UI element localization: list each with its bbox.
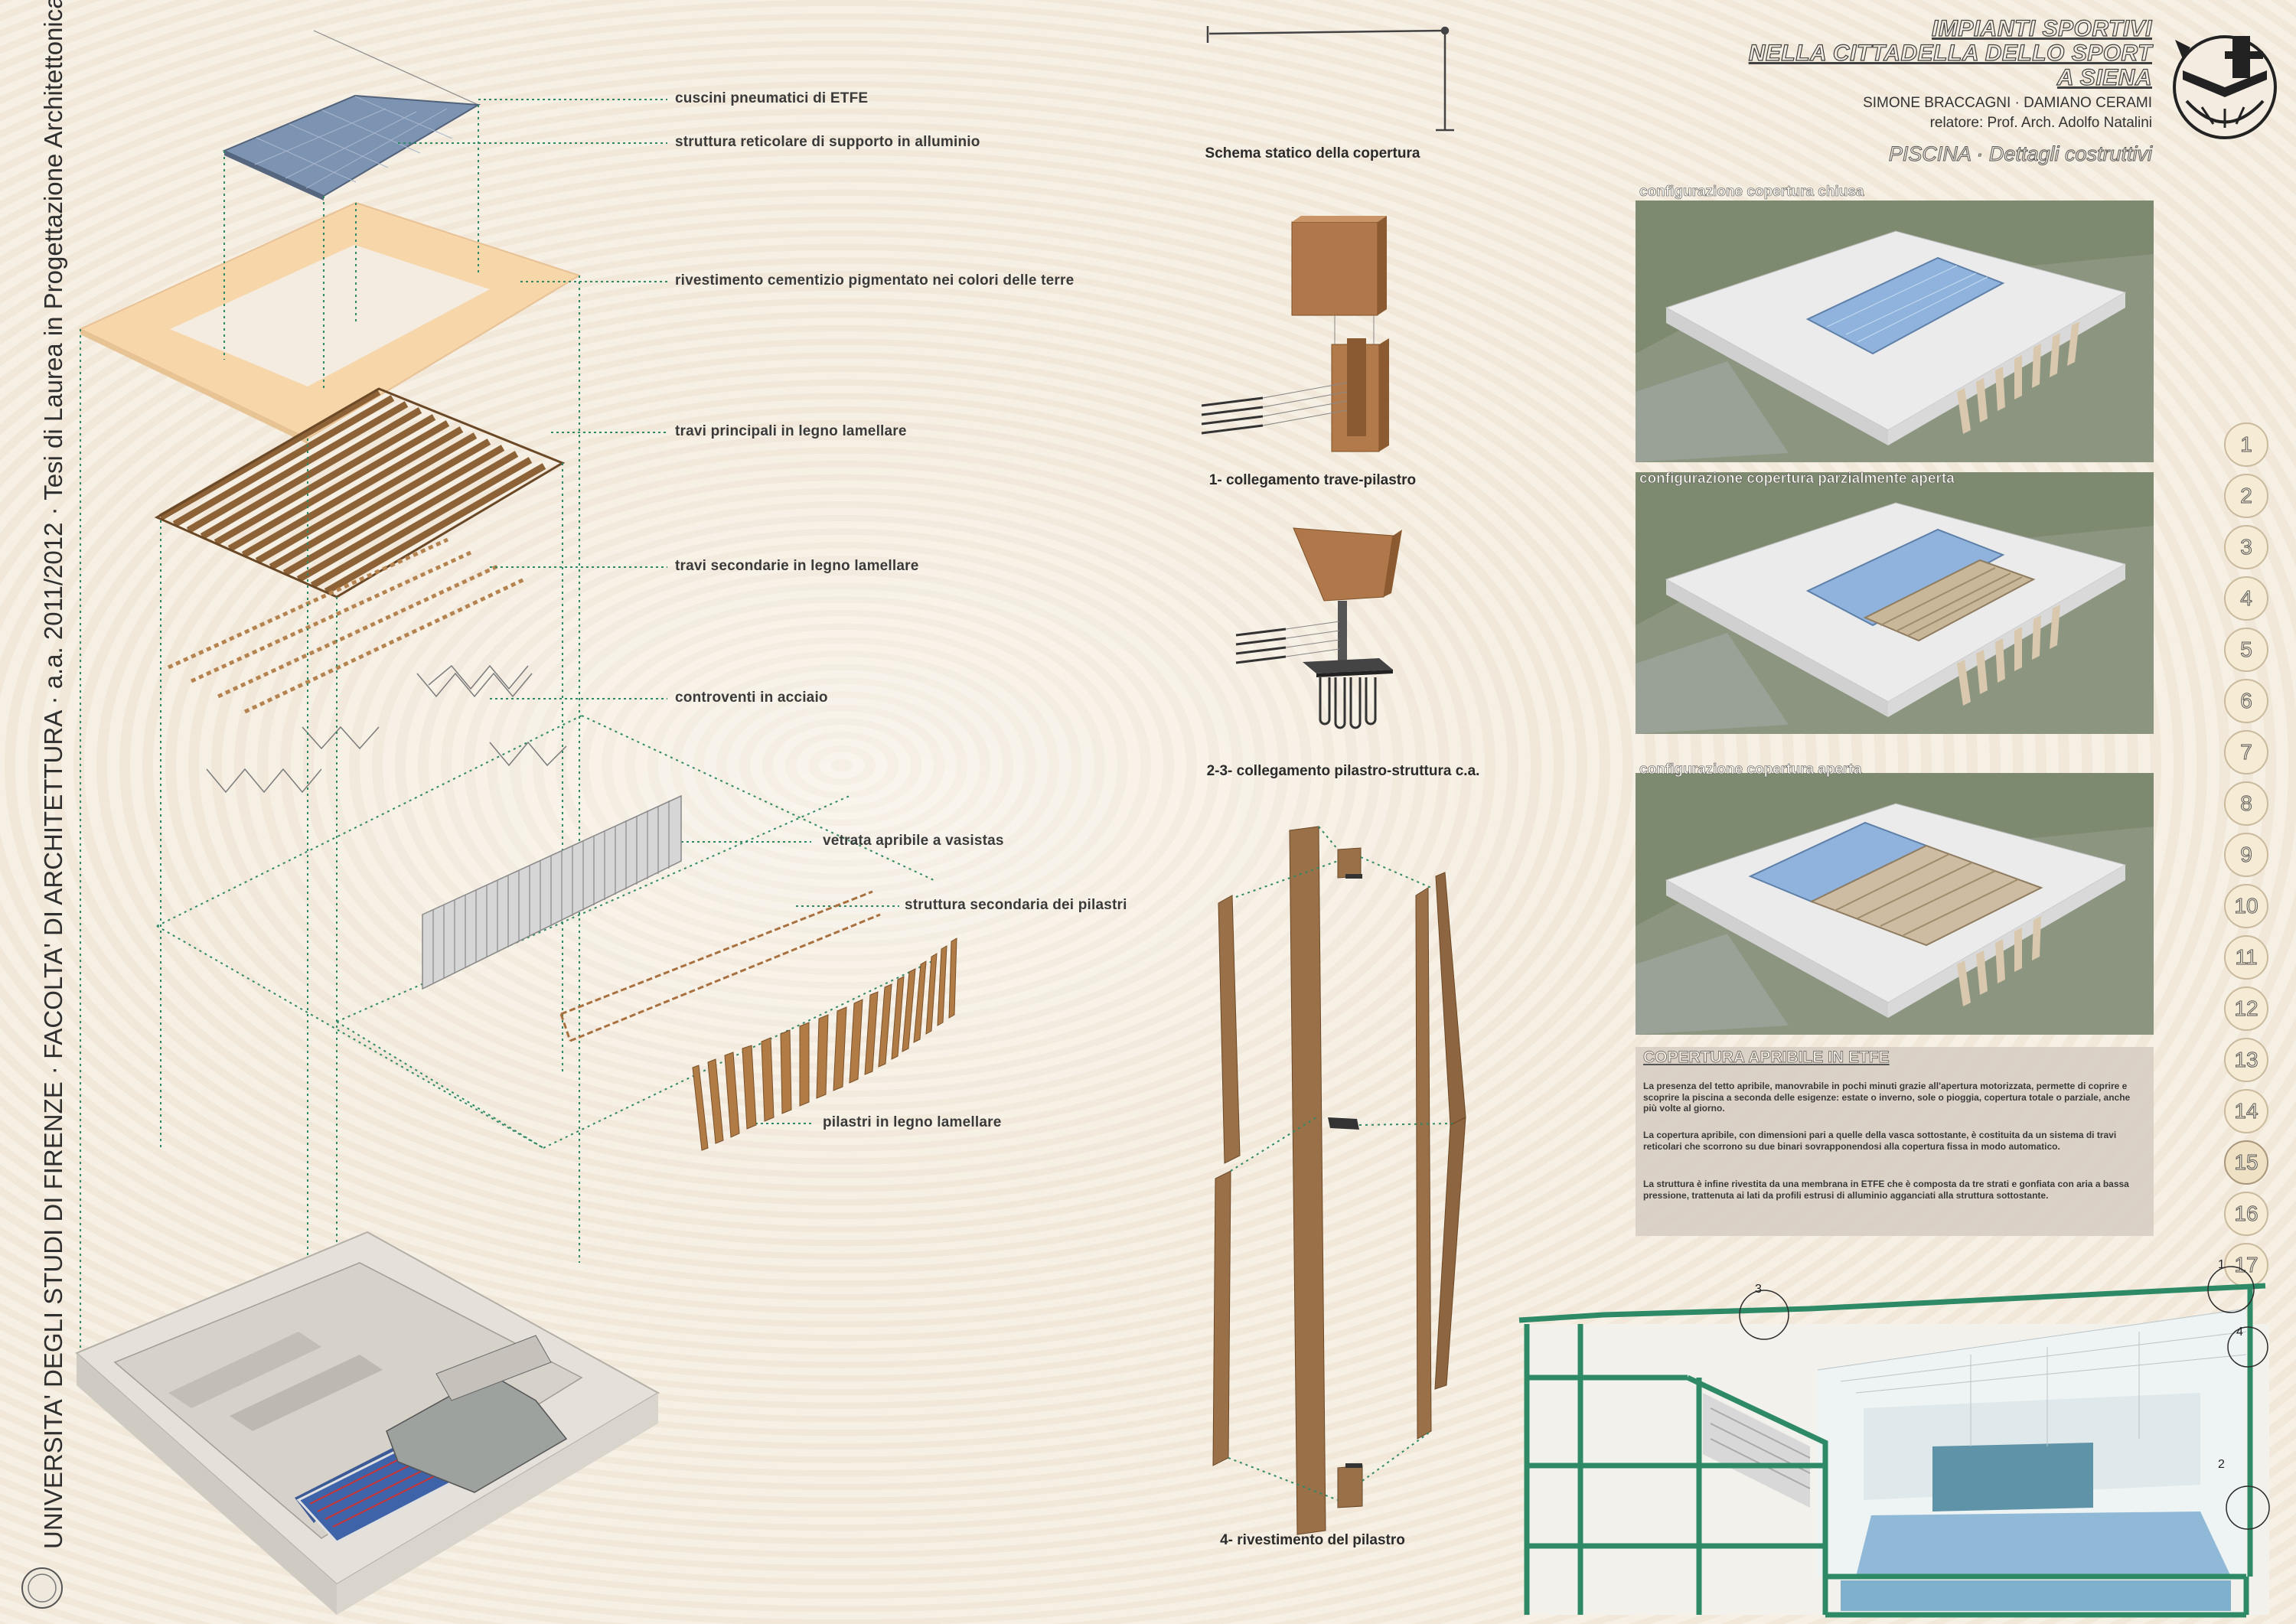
label-etfe-cushions: cuscini pneumatici di ETFE xyxy=(675,90,869,106)
render-label-open: configurazione copertura aperta xyxy=(1639,761,1862,778)
page-number[interactable]: 3 xyxy=(2224,525,2268,569)
concrete-cladding-ring xyxy=(78,201,582,444)
siena-emblem-icon xyxy=(2173,35,2277,139)
render-closed-roof xyxy=(1636,201,2154,462)
authors: SIMONE BRACCAGNI · DAMIANO CERAMI xyxy=(1863,95,2152,111)
section-cut-lines xyxy=(1518,1283,2266,1618)
detail-1-beam-column xyxy=(1201,216,1389,452)
section-marker-3: 3 xyxy=(1755,1283,1762,1296)
page-number-current[interactable]: 15 xyxy=(2224,1140,2268,1185)
main-glulam-beams xyxy=(158,389,546,595)
render-partially-open-roof xyxy=(1636,472,2154,734)
page-number[interactable]: 16 xyxy=(2224,1192,2268,1236)
tilting-glazing xyxy=(422,794,682,990)
sheet-subtitle: PISCINA · Dettagli costruttivi xyxy=(1888,142,2152,166)
section-marker-1: 1 xyxy=(2218,1258,2225,1271)
page-number[interactable]: 12 xyxy=(2224,986,2268,1031)
caption-detail-1: 1- collegamento trave-pilastro xyxy=(1208,472,1417,488)
page-number[interactable]: 1 xyxy=(2224,422,2268,467)
page-number[interactable]: 10 xyxy=(2224,884,2268,928)
page-number[interactable]: 4 xyxy=(2224,576,2268,621)
exploded-axonometric xyxy=(21,30,957,1615)
page-number[interactable]: 17 xyxy=(2224,1243,2268,1287)
etfe-roof-description: COPERTURA APRIBILE IN ETFE La presenza d… xyxy=(1636,1047,2154,1236)
label-concrete-cladding: rivestimento cementizio pigmentato nei c… xyxy=(675,272,1075,289)
label-aluminium-truss: struttura reticolare di supporto in allu… xyxy=(675,134,980,150)
secondary-column-structure xyxy=(559,890,881,1042)
render-label-partially-open: configurazione copertura parzialmente ap… xyxy=(1639,471,1955,488)
description-paragraph-2: La copertura apribile, con dimensioni pa… xyxy=(1643,1130,2117,1152)
caption-detail-4: 4- rivestimento del pilastro xyxy=(1220,1532,1405,1548)
caption-static-scheme: Schema statico della copertura xyxy=(1205,145,1420,161)
caption-detail-2-3: 2-3- collegamento pilastro-struttura c.a… xyxy=(1206,763,1480,779)
secondary-glulam-beams xyxy=(167,537,526,714)
description-title: COPERTURA APRIBILE IN ETFE xyxy=(1643,1048,1890,1067)
section-marker-4: 4 xyxy=(2236,1326,2243,1339)
detail-4-column-cladding xyxy=(1212,826,1466,1535)
supervisor: relatore: Prof. Arch. Adolfo Natalini xyxy=(1929,115,2152,131)
page-number[interactable]: 8 xyxy=(2224,781,2268,826)
description-paragraph-3: La struttura è infine rivestita da una m… xyxy=(1643,1179,2129,1201)
detail-markers xyxy=(1739,1266,2270,1530)
page-number[interactable]: 5 xyxy=(2224,628,2268,672)
label-leader-lines xyxy=(398,99,899,1124)
render-label-closed: configurazione copertura chiusa xyxy=(1639,184,1864,201)
section-marker-2: 2 xyxy=(2218,1458,2225,1471)
title-line-2: NELLA CITTADELLA DELLO SPORT xyxy=(1748,41,2152,66)
steel-bracing xyxy=(206,664,567,794)
title-line-1: IMPIANTI SPORTIVI xyxy=(1931,16,2152,41)
building-section xyxy=(1518,1266,2270,1618)
label-secondary-structure: struttura secondaria dei pilastri xyxy=(905,897,1127,913)
render-open-roof xyxy=(1636,773,2154,1035)
static-scheme-diagram xyxy=(1206,26,1454,132)
page-number[interactable]: 13 xyxy=(2224,1038,2268,1082)
label-glulam-columns: pilastri in legno lamellare xyxy=(823,1114,1002,1130)
glulam-columns xyxy=(692,938,957,1151)
page-number[interactable]: 9 xyxy=(2224,833,2268,877)
page-number[interactable]: 6 xyxy=(2224,679,2268,723)
etfe-roof-panel xyxy=(222,94,481,201)
page-number[interactable]: 11 xyxy=(2224,935,2268,980)
page-number[interactable]: 2 xyxy=(2224,474,2268,518)
label-tilting-glazing: vetrata apribile a vasistas xyxy=(823,833,1004,849)
page-number[interactable]: 14 xyxy=(2224,1089,2268,1133)
label-secondary-beams: travi secondarie in legno lamellare xyxy=(675,558,919,574)
title-line-3: A SIENA xyxy=(2056,65,2152,90)
label-main-beams: travi principali in legno lamellare xyxy=(675,423,907,439)
page-number[interactable]: 7 xyxy=(2224,730,2268,774)
construction-details xyxy=(1201,26,1466,1535)
assembly-guide-lines xyxy=(80,105,934,1554)
label-steel-bracing: controventi in acciaio xyxy=(675,690,828,706)
description-paragraph-1: La presenza del tetto apribile, manovrab… xyxy=(1643,1081,2131,1114)
detail-2-3-column-concrete xyxy=(1235,527,1402,729)
pool-building-base xyxy=(75,1231,660,1615)
page-number-list: 1 2 3 4 5 6 7 8 9 10 11 12 13 14 15 16 1… xyxy=(2224,422,2270,1294)
